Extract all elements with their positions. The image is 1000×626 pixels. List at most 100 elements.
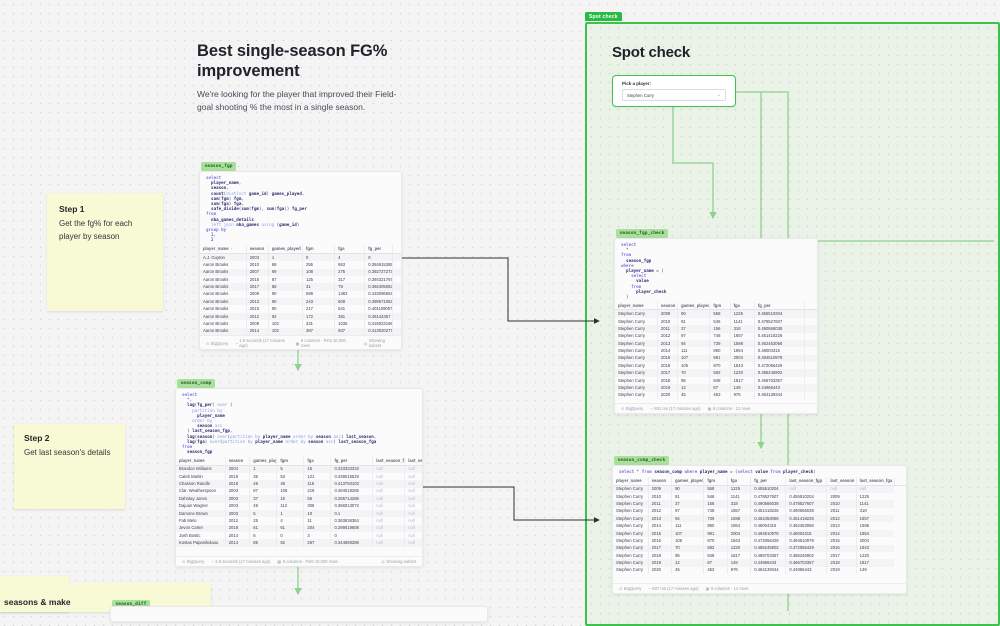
column-header[interactable]: player_name — [613, 477, 648, 485]
sticky-step-2[interactable]: Step 2 Get last season's details — [14, 424, 125, 509]
column-header[interactable]: player_name — [176, 457, 225, 465]
column-header[interactable]: season — [648, 477, 671, 485]
column-header[interactable]: games_played — [672, 477, 704, 485]
column-header[interactable]: fgm — [302, 245, 334, 253]
column-header[interactable]: fgm — [704, 477, 727, 485]
column-header[interactable]: fga — [335, 245, 365, 253]
column-header[interactable]: fg_per — [754, 302, 805, 310]
sticky-step-1[interactable]: Step 1 Get the fg% for each player by se… — [47, 193, 163, 311]
sticky-body: Get the fg% for each player by season — [59, 218, 141, 243]
column-header[interactable]: games_played — [678, 302, 710, 310]
columns-icon: ▦ — [296, 341, 300, 346]
column-header[interactable]: games_played — [250, 457, 277, 465]
column-header[interactable]: fg_per — [331, 457, 373, 465]
bigquery-icon: ⊙ — [206, 341, 209, 346]
column-header[interactable]: fg_per — [751, 477, 786, 485]
cell-label-season-comp-check[interactable]: season_comp_check — [614, 456, 669, 465]
column-header[interactable]: last_season_fgp — [786, 477, 827, 485]
player-select-value: Stephen Curry — [627, 93, 654, 98]
columns-icon: ▦ — [708, 406, 712, 411]
sticky-title: Step 2 — [24, 433, 115, 443]
bigquery-icon: ⊙ — [182, 559, 185, 564]
sql-editor[interactable]: select * from season_comp where player_n… — [613, 466, 906, 477]
cell-season-comp[interactable]: select *, lag(fg_per) over ( partition b… — [175, 388, 423, 567]
column-header[interactable]: fga — [304, 457, 331, 465]
column-header[interactable]: fga — [730, 302, 754, 310]
column-header[interactable]: last_season — [827, 477, 856, 485]
subset-icon: ◎ — [381, 559, 385, 564]
cell-footer: ⊙BigQuery ◔851 ms (17 minutes ago) ▦6 co… — [615, 403, 817, 413]
column-header[interactable]: last_season_fga — [856, 477, 894, 485]
column-header[interactable]: last_season_fgp — [373, 457, 405, 465]
column-header[interactable]: fga — [727, 477, 750, 485]
cell-season-diff[interactable] — [110, 606, 488, 622]
column-header[interactable] — [894, 477, 906, 485]
timing-label: 807 ms (17 minutes ago) — [652, 586, 698, 591]
cell-season-comp-check[interactable]: select * from season_comp where player_n… — [612, 465, 907, 594]
column-header[interactable]: season — [246, 245, 268, 253]
column-header[interactable]: last_seas — [405, 457, 422, 465]
bigquery-icon: ⊙ — [619, 586, 622, 591]
sql-editor[interactable]: select player_name, season, count(distin… — [200, 172, 401, 245]
cell-label-season-fgp-check[interactable]: season_fgp_check — [616, 229, 668, 238]
columns-icon: ▦ — [706, 586, 710, 591]
column-header[interactable]: player_name — [615, 302, 657, 310]
column-header[interactable]: season↑ — [657, 302, 677, 310]
player-check-card[interactable]: Pick a player: Stephen Curry ⌄ — [612, 75, 736, 107]
frame-heading: Spot check — [612, 44, 690, 61]
frame-label[interactable]: Spot check — [585, 12, 622, 21]
column-header[interactable] — [805, 302, 817, 310]
timing-label: 1.9 seconds (17 minutes ago) — [239, 338, 288, 348]
notebook-canvas[interactable]: Spot check Spot check Best single-season… — [0, 0, 1000, 611]
column-header[interactable]: fgm — [277, 457, 304, 465]
subset-icon: ◎ — [364, 341, 368, 346]
cell-label-season-comp[interactable]: season_comp — [177, 379, 215, 388]
column-header[interactable]: fgm — [710, 302, 730, 310]
timing-label: 2.6 seconds (17 minutes ago) — [215, 559, 270, 564]
arrow-fgp-to-check — [400, 258, 599, 321]
engine-label: BigQuery — [187, 559, 204, 564]
showing-subset-button[interactable]: ◎Showing subset — [364, 338, 395, 348]
column-header[interactable] — [393, 245, 401, 253]
sort-ascending-icon: ↑ — [231, 246, 233, 251]
column-header[interactable]: fg_per — [365, 245, 393, 253]
engine-label: BigQuery — [626, 406, 643, 411]
showing-subset-button[interactable]: ◎Showing subset — [381, 559, 416, 564]
sticky-body: Get last season's details — [24, 447, 115, 460]
player-select[interactable]: Stephen Curry ⌄ — [622, 89, 726, 101]
column-header[interactable]: games_played — [268, 245, 302, 253]
cell-footer: ⊙BigQuery ◔807 ms (17 minutes ago) ▦9 co… — [613, 583, 906, 593]
cell-season-fgp[interactable]: select player_name, season, count(distin… — [199, 171, 402, 350]
column-header[interactable]: season — [225, 457, 250, 465]
column-header[interactable]: player_name↑ — [200, 245, 246, 253]
cell-label-season-fgp[interactable]: season_fgp — [201, 162, 236, 171]
sql-editor[interactable]: select *, lag(fg_per) over ( partition b… — [176, 389, 422, 457]
